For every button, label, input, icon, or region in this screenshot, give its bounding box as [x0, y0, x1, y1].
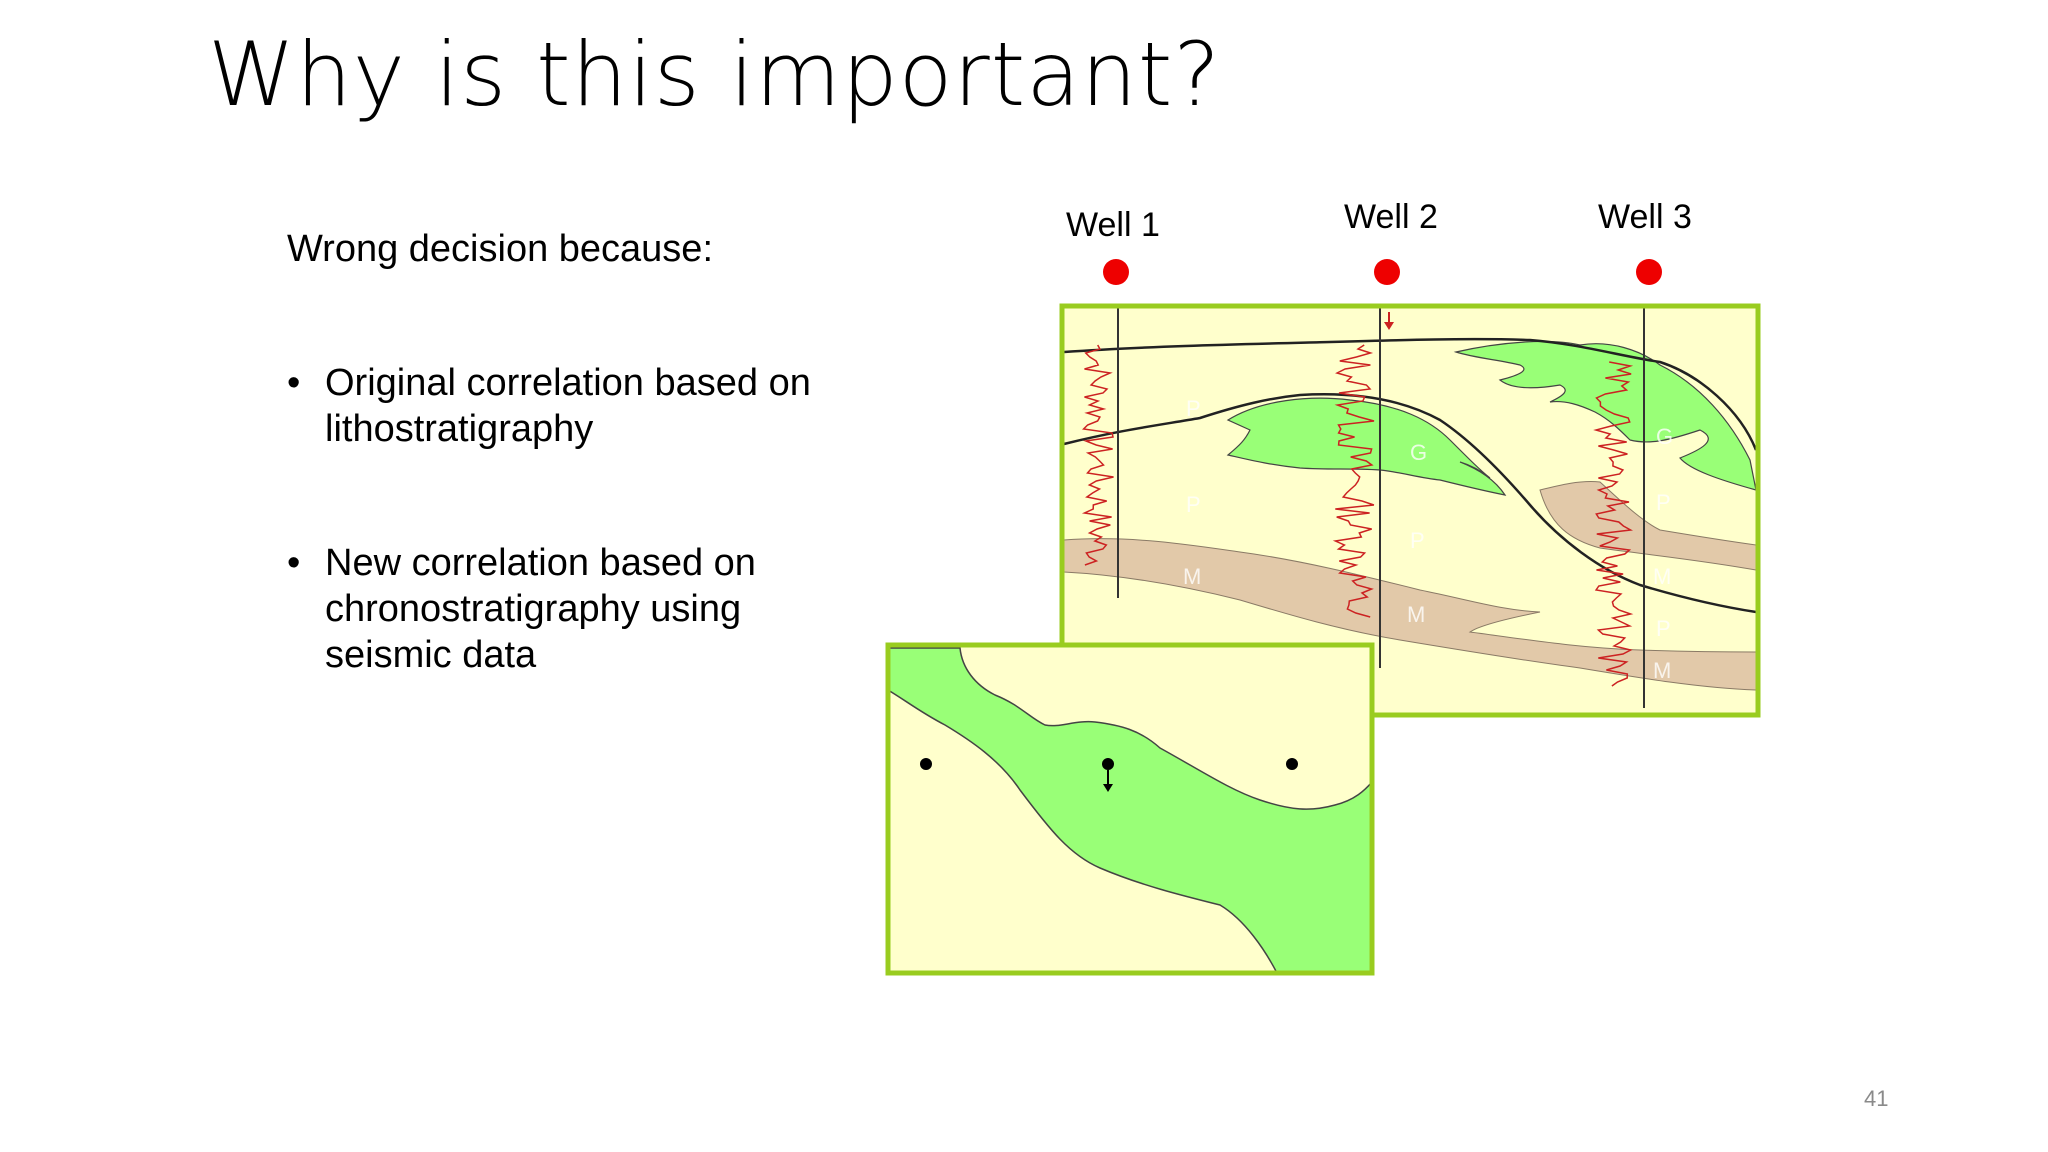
- horizon-middle: [1063, 393, 1757, 614]
- well-2-dot: [1374, 259, 1400, 285]
- facies-label: M: [1653, 658, 1671, 683]
- well-1-label: Well 1: [1066, 206, 1160, 244]
- facies-label: P: [1410, 528, 1425, 553]
- well-2-label: Well 2: [1344, 198, 1438, 236]
- well-2-log-trace: [1332, 344, 1375, 618]
- map-frame: [885, 642, 1375, 976]
- tan-layer-upper: [1539, 481, 1757, 571]
- facies-label: M: [1407, 602, 1425, 627]
- map-well-2-dot: [1102, 758, 1114, 770]
- well-2-arrowhead: [1384, 322, 1394, 330]
- facies-label: M: [1653, 564, 1671, 589]
- intro-text: Wrong decision because:: [287, 228, 713, 270]
- facies-label: P: [1656, 490, 1671, 515]
- page-number: 41: [1864, 1086, 1889, 1111]
- horizon-top: [1063, 337, 1758, 451]
- map-panel: [885, 642, 1375, 976]
- map-well-2-arrowhead: [1103, 784, 1113, 792]
- map-green-body: [887, 647, 1373, 974]
- well-1-log-trace: [1081, 344, 1114, 566]
- well-3-log-trace: [1593, 361, 1634, 687]
- facies-label: G: [1656, 424, 1673, 449]
- green-lens-middle: [1226, 397, 1507, 496]
- well-1-dot: [1103, 259, 1129, 285]
- facies-label: P: [1186, 396, 1201, 421]
- facies-label: G: [1410, 440, 1427, 465]
- facies-label: P: [1656, 616, 1671, 641]
- bullet-item: • New correlation based on chronostratig…: [287, 540, 867, 678]
- bullet-text: Original correlation based on lithostrat…: [325, 362, 811, 450]
- well-3-label: Well 3: [1598, 198, 1692, 236]
- facies-label: P: [1186, 492, 1201, 517]
- well-3-dot: [1636, 259, 1662, 285]
- cross-section-panel: P P M G P M G P M P M: [1059, 303, 1761, 718]
- bullet-glyph: •: [287, 362, 301, 404]
- slide-title: Why is this important?: [208, 23, 1222, 126]
- tan-layer-lower: [1063, 538, 1757, 691]
- bullet-text: New correlation based on chronostratigra…: [325, 542, 756, 676]
- cross-section-frame: [1059, 303, 1761, 718]
- bullet-item: • Original correlation based on lithostr…: [287, 360, 867, 452]
- map-well-1-dot: [920, 758, 932, 770]
- bullet-list: • Original correlation based on lithostr…: [287, 360, 867, 766]
- facies-label: M: [1183, 564, 1201, 589]
- bullet-glyph: •: [287, 542, 301, 584]
- map-well-3-dot: [1286, 758, 1298, 770]
